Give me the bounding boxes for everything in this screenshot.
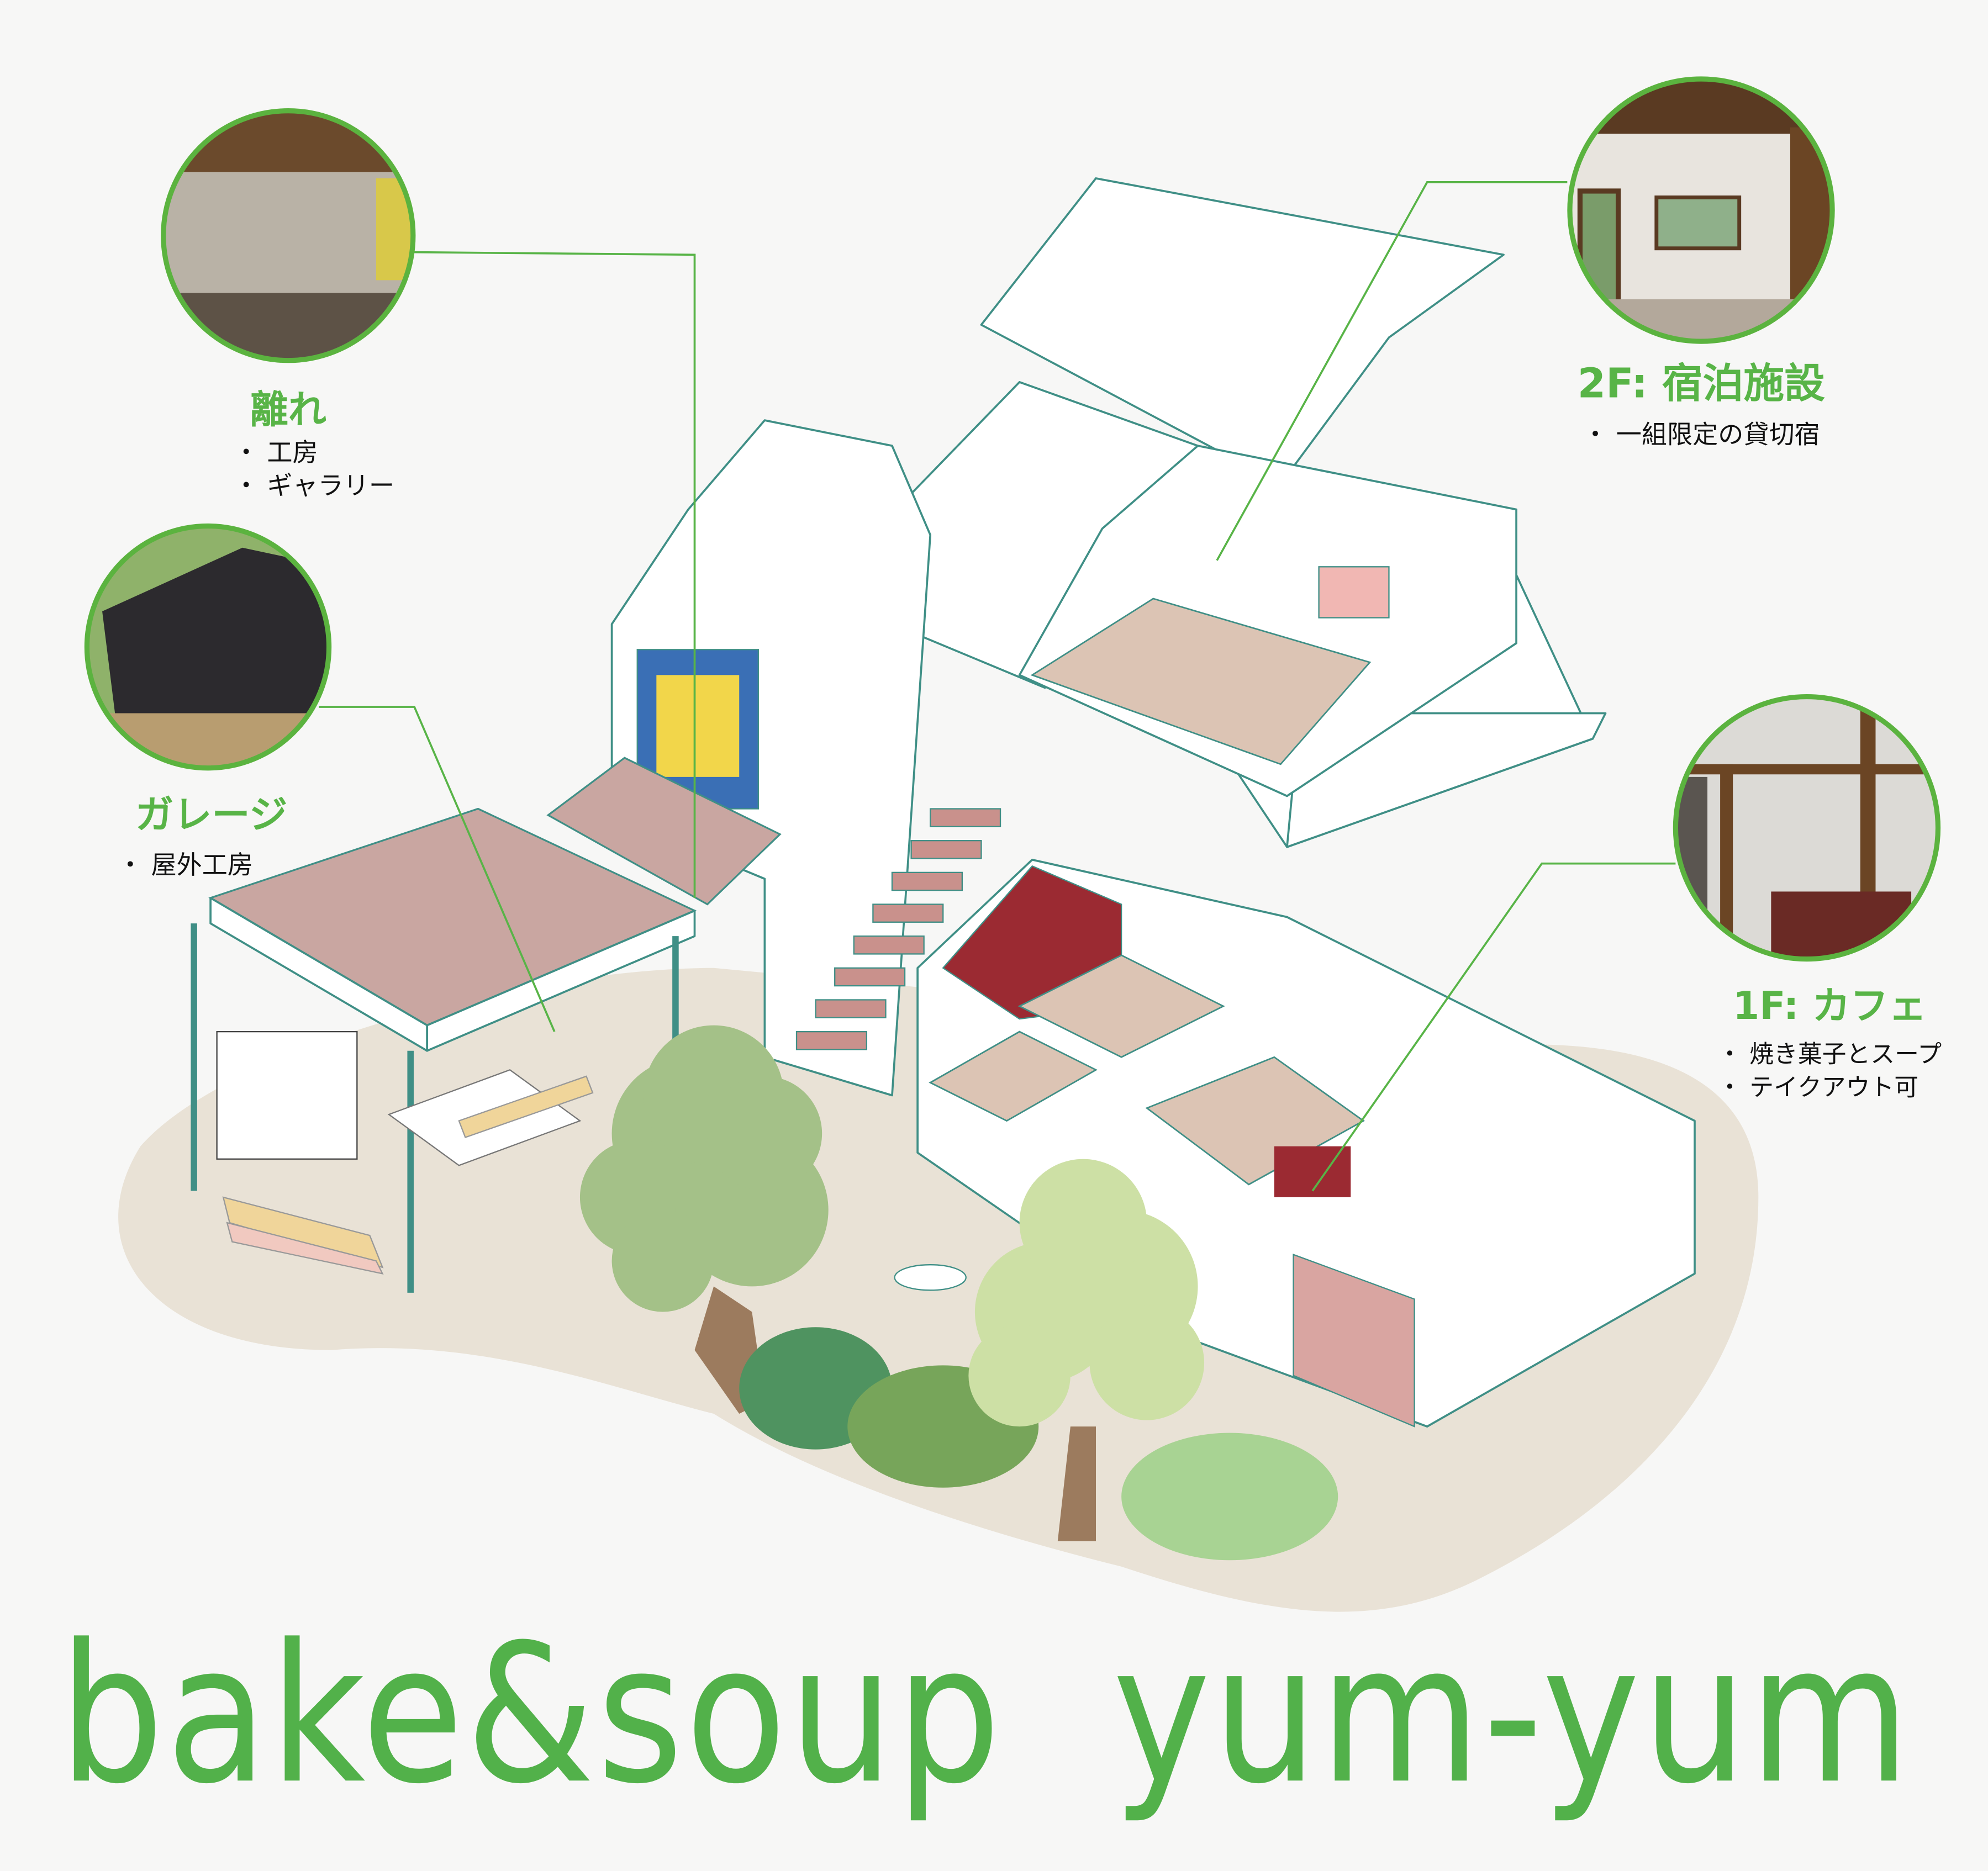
- label-hanare: 離れ ・ 工房 ・ ギャラリー: [234, 388, 394, 500]
- trees: [579, 1025, 1338, 1561]
- label-hanare-title: 離れ: [250, 388, 326, 432]
- label-1f: 1F: カフェ ・ 焼き菓子とスープ ・ テイクアウト可: [1717, 984, 1942, 1101]
- label-garage-title: ガレージ: [135, 793, 287, 837]
- label-hanare-item: ・ ギャラリー: [234, 471, 394, 500]
- photo-hanare: [163, 110, 413, 361]
- label-1f-item: ・ 焼き菓子とスープ: [1717, 1040, 1942, 1068]
- label-garage-item: ・ 屋外工房: [118, 850, 253, 880]
- label-2f-item: ・ 一組限定の貸切宿: [1583, 420, 1820, 450]
- leader-2f: [1216, 181, 1568, 561]
- label-2f: 2F: 宿泊施設 ・ 一組限定の貸切宿: [1578, 360, 1825, 450]
- house-illustration: [191, 177, 1696, 1428]
- photo-garage: [87, 526, 329, 768]
- leader-hanare: [414, 251, 696, 898]
- label-2f-title: 2F: 宿泊施設: [1578, 360, 1825, 408]
- leader-1f: [1311, 862, 1676, 1192]
- label-hanare-item: ・ 工房: [234, 437, 318, 467]
- label-1f-item: ・ テイクアウト可: [1717, 1073, 1918, 1101]
- brand-title: bake&soup yum-yum: [59, 1603, 1913, 1826]
- label-garage: ガレージ ・ 屋外工房: [118, 793, 288, 880]
- label-1f-title: 1F: カフェ: [1733, 984, 1927, 1028]
- leader-garage: [319, 706, 556, 1032]
